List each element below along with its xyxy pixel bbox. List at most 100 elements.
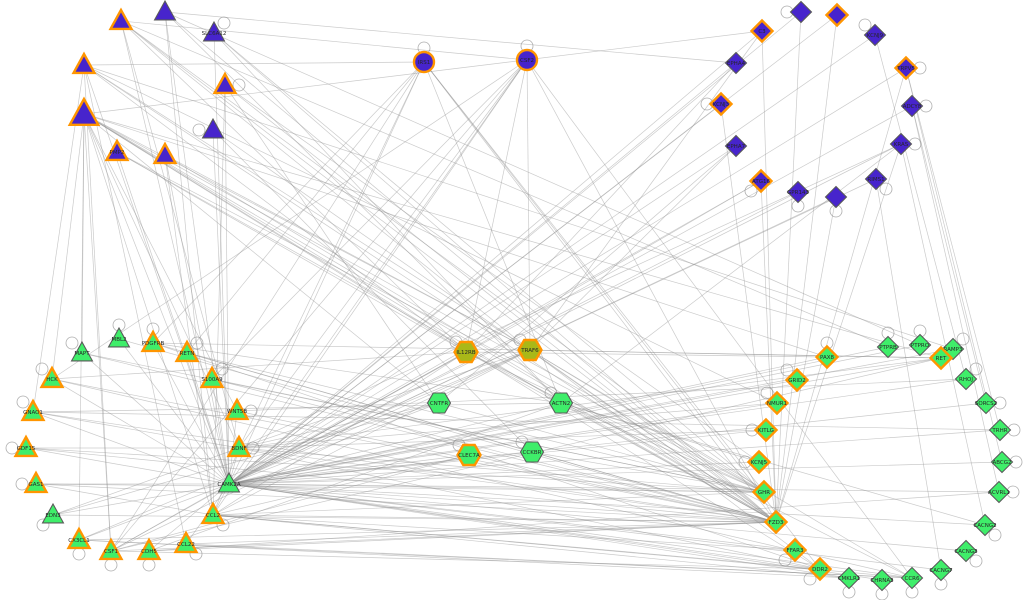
node-IL12RB[interactable]: IL12RB [453, 340, 479, 364]
node-shape-diamond[interactable] [789, 0, 813, 24]
node-pt9[interactable] [152, 141, 178, 165]
node-shape-triangle[interactable] [224, 397, 250, 421]
node-ACVRL1[interactable]: ACVRL1 [987, 480, 1011, 504]
node-shape-diamond[interactable] [864, 167, 888, 191]
node-shape-hexagon[interactable] [548, 392, 574, 414]
node-FFAR3[interactable]: FFAR3 [782, 537, 808, 563]
node-shape-diamond[interactable] [746, 449, 772, 475]
node-d3[interactable] [824, 2, 850, 28]
node-SORCS2[interactable]: SORCS2 [974, 391, 998, 415]
node-shape-diamond[interactable] [973, 513, 997, 537]
node-shape-triangle[interactable] [67, 96, 101, 127]
node-shape-diamond[interactable] [988, 418, 1012, 442]
node-IRS1[interactable]: IRS1 [412, 50, 436, 74]
node-shape-triangle[interactable] [153, 0, 177, 21]
node-shape-diamond[interactable] [863, 23, 887, 47]
node-shape-diamond[interactable] [724, 51, 748, 75]
node-pt7[interactable] [201, 117, 225, 139]
node-shape-triangle[interactable] [41, 502, 65, 524]
node-shape-triangle[interactable] [200, 501, 226, 525]
node-GRID2[interactable]: GRID2 [784, 367, 810, 393]
node-shape-triangle[interactable] [70, 340, 94, 362]
node-shape-triangle[interactable] [201, 117, 225, 139]
node-PTPRO[interactable]: PTPRO [908, 333, 932, 357]
node-shape-diamond[interactable] [782, 537, 808, 563]
node-FZD3[interactable]: FZD3 [763, 509, 789, 535]
node-GPR143[interactable]: GPR143 [786, 180, 810, 204]
node-d2[interactable] [789, 0, 813, 24]
node-shape-triangle[interactable] [140, 329, 166, 353]
node-EPHA4[interactable]: EPHA4 [724, 51, 748, 75]
node-shape-diamond[interactable] [954, 367, 978, 391]
node-pt1[interactable] [108, 7, 134, 31]
node-shape-diamond[interactable] [987, 480, 1011, 504]
node-shape-triangle[interactable] [226, 434, 252, 458]
node-CSF2[interactable]: CSF2 [515, 48, 539, 72]
node-CCL22[interactable]: CCL22 [173, 530, 199, 554]
node-MAPT[interactable]: MAPT [70, 340, 94, 362]
node-CACNG7[interactable]: CACNG7 [929, 558, 953, 582]
node-HCK[interactable]: HCK [39, 365, 65, 389]
node-ATG16[interactable]: ATG16 [748, 168, 774, 194]
node-shape-diamond[interactable] [807, 556, 833, 582]
node-KCNJ3[interactable]: KCNJ3 [708, 91, 734, 117]
node-shape-diamond[interactable] [824, 2, 850, 28]
node-shape-diamond[interactable] [876, 335, 900, 359]
node-shape-triangle[interactable] [107, 326, 131, 348]
node-shape-triangle[interactable] [71, 51, 97, 75]
node-CLEC7A[interactable]: CLEC7A [456, 443, 482, 467]
node-shape-diamond[interactable] [908, 333, 932, 357]
node-shape-triangle[interactable] [13, 434, 39, 458]
node-shape-triangle[interactable] [23, 470, 49, 494]
node-shape-diamond[interactable] [753, 417, 779, 443]
node-ADCY8[interactable]: ADCY8 [900, 94, 924, 118]
node-CCKBR[interactable]: CCKBR [519, 441, 545, 463]
node-shape-hexagon[interactable] [517, 338, 543, 362]
node-shape-diamond[interactable] [814, 344, 840, 370]
node-shape-triangle[interactable] [152, 141, 178, 165]
node-ABCG2[interactable]: ABCG2 [990, 450, 1014, 474]
node-MBL2[interactable]: MBL2 [107, 326, 131, 348]
node-CACNG3[interactable]: CACNG3 [954, 539, 978, 563]
node-CNTFR[interactable]: CNTFR [426, 392, 452, 414]
node-shape-triangle[interactable] [98, 537, 124, 561]
node-shape-diamond[interactable] [929, 558, 953, 582]
node-shape-circle[interactable] [515, 48, 539, 72]
node-shape-diamond[interactable] [954, 539, 978, 563]
node-shape-triangle[interactable] [173, 530, 199, 554]
node-shape-triangle[interactable] [108, 7, 134, 31]
node-KCNJ9[interactable]: KCNJ9 [863, 23, 887, 47]
node-shape-hexagon[interactable] [456, 443, 482, 467]
node-shape-hexagon[interactable] [453, 340, 479, 364]
node-pt4[interactable] [71, 51, 97, 75]
node-GNAO1[interactable]: GNAO1 [20, 398, 46, 422]
node-PMP2[interactable]: PMP2 [104, 138, 130, 162]
node-shape-diamond[interactable] [900, 94, 924, 118]
node-shape-hexagon[interactable] [519, 441, 545, 463]
node-shape-diamond[interactable] [824, 185, 848, 209]
node-shape-diamond[interactable] [974, 391, 998, 415]
node-RIMS1[interactable]: RIMS1 [864, 167, 888, 191]
node-KRAS[interactable]: KRAS [889, 132, 913, 156]
node-shape-triangle[interactable] [136, 537, 162, 561]
node-pt5[interactable] [212, 71, 238, 95]
node-shape-diamond[interactable] [786, 180, 810, 204]
node-shape-triangle[interactable] [199, 365, 225, 389]
node-shape-triangle[interactable] [20, 398, 46, 422]
node-shape-triangle[interactable] [104, 138, 130, 162]
node-shape-triangle[interactable] [217, 471, 241, 493]
node-shape-diamond[interactable] [990, 450, 1014, 474]
node-pt2[interactable] [153, 0, 177, 21]
node-shape-diamond[interactable] [870, 568, 894, 592]
node-CCR6[interactable]: CCR6 [900, 566, 924, 590]
node-shape-diamond[interactable] [724, 134, 748, 158]
node-ACTN2[interactable]: ACTN2 [548, 392, 574, 414]
node-pt6[interactable] [67, 96, 101, 127]
node-TRPV5[interactable]: TRPV5 [893, 55, 919, 81]
node-GDF15[interactable]: GDF15 [13, 434, 39, 458]
node-shape-diamond[interactable] [928, 345, 954, 371]
node-shape-diamond[interactable] [763, 509, 789, 535]
node-shape-triangle[interactable] [66, 526, 92, 550]
node-shape-triangle[interactable] [212, 71, 238, 95]
